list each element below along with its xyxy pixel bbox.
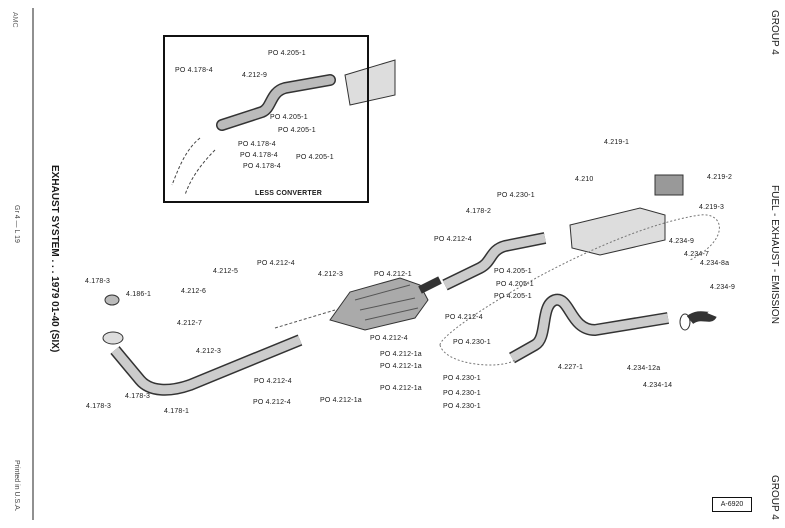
part-label: PO 4.205-1 bbox=[494, 268, 532, 275]
part-label: PO 4.178-4 bbox=[175, 67, 213, 74]
part-label: PO 4.212-4 bbox=[434, 236, 472, 243]
part-label: 4.234-7 bbox=[684, 251, 710, 258]
part-label: 4.212-7 bbox=[177, 320, 203, 327]
part-label: 4.219-1 bbox=[604, 139, 630, 146]
part-label: PO 4.212-1a bbox=[320, 397, 362, 404]
part-label: PO 4.230-1 bbox=[497, 192, 535, 199]
part-label: 4.234-9 bbox=[710, 284, 736, 291]
part-label: PO 4.230-1 bbox=[453, 339, 491, 346]
part-label: PO 4.212-4 bbox=[254, 378, 292, 385]
page-reference: Gr 4 — L 19 bbox=[13, 205, 20, 243]
part-label: 4.178-3 bbox=[85, 278, 111, 285]
part-label: PO 4.205-1 bbox=[278, 127, 316, 134]
part-label: 4.227-1 bbox=[558, 364, 584, 371]
part-label: PO 4.205-1 bbox=[270, 114, 308, 121]
part-label: PO 4.212-4 bbox=[257, 260, 295, 267]
part-label: 4.212-3 bbox=[196, 348, 222, 355]
part-label: PO 4.178-4 bbox=[240, 152, 278, 159]
clamp bbox=[679, 313, 691, 331]
group-label-top: GROUP 4 bbox=[769, 10, 780, 55]
part-label: 4.234-8a bbox=[700, 260, 730, 267]
part-label: PO 4.205-1 bbox=[268, 50, 306, 57]
muffler bbox=[569, 207, 666, 256]
part-label: 4.234-14 bbox=[643, 382, 673, 389]
part-label: 4.178-1 bbox=[164, 408, 190, 415]
part-label: 4.178-3 bbox=[86, 403, 112, 410]
part-label: PO 4.205-1 bbox=[496, 281, 534, 288]
seal-ring bbox=[104, 294, 120, 306]
inset-less-converter bbox=[163, 35, 369, 203]
publisher-mark: AMC bbox=[11, 12, 18, 28]
part-label: PO 4.205-1 bbox=[296, 154, 334, 161]
manifold-flange bbox=[102, 331, 124, 345]
part-label: PO 4.212-4 bbox=[253, 399, 291, 406]
part-label: 4.219-2 bbox=[707, 174, 733, 181]
tail-extension bbox=[686, 311, 717, 325]
part-label: PO 4.178-4 bbox=[243, 163, 281, 170]
part-label: 4.219-3 bbox=[699, 204, 725, 211]
part-label: PO 4.205-1 bbox=[494, 293, 532, 300]
inset-caption: LESS CONVERTER bbox=[255, 190, 322, 197]
section-title: FUEL - EXHAUST - EMISSION bbox=[769, 185, 780, 324]
catalytic-converter bbox=[329, 277, 429, 331]
part-label: PO 4.212-4 bbox=[445, 314, 483, 321]
part-label: 4.234-9 bbox=[669, 238, 695, 245]
hanger-bracket bbox=[654, 174, 684, 196]
page-title: EXHAUST SYSTEM . . . 1979 01-40 (SIX) bbox=[49, 165, 60, 353]
part-label: PO 4.230-1 bbox=[443, 403, 481, 410]
part-label: PO 4.230-1 bbox=[443, 375, 481, 382]
figure-number: A-6920 bbox=[712, 497, 752, 512]
part-label: 4.186-1 bbox=[126, 291, 152, 298]
part-label: 4.212-5 bbox=[213, 268, 239, 275]
part-label: 4.178-3 bbox=[125, 393, 151, 400]
part-label: PO 4.212-1a bbox=[380, 363, 422, 370]
part-label: 4.210 bbox=[575, 176, 594, 183]
part-label: PO 4.212-1a bbox=[380, 385, 422, 392]
part-label: PO 4.212-1 bbox=[374, 271, 412, 278]
part-label: 4.178-2 bbox=[466, 208, 492, 215]
part-label: 4.234-12a bbox=[627, 365, 661, 372]
part-label: PO 4.230-1 bbox=[443, 390, 481, 397]
part-label: PO 4.212-1a bbox=[380, 351, 422, 358]
group-label-bottom: GROUP 4 bbox=[769, 475, 780, 520]
printed-note: Printed in U.S.A. bbox=[13, 460, 20, 512]
part-label: 4.212-6 bbox=[181, 288, 207, 295]
part-label: PO 4.178-4 bbox=[238, 141, 276, 148]
part-label: 4.212-9 bbox=[242, 72, 268, 79]
part-label: 4.212-3 bbox=[318, 271, 344, 278]
inset-muffler bbox=[344, 59, 396, 106]
part-label: PO 4.212-4 bbox=[370, 335, 408, 342]
